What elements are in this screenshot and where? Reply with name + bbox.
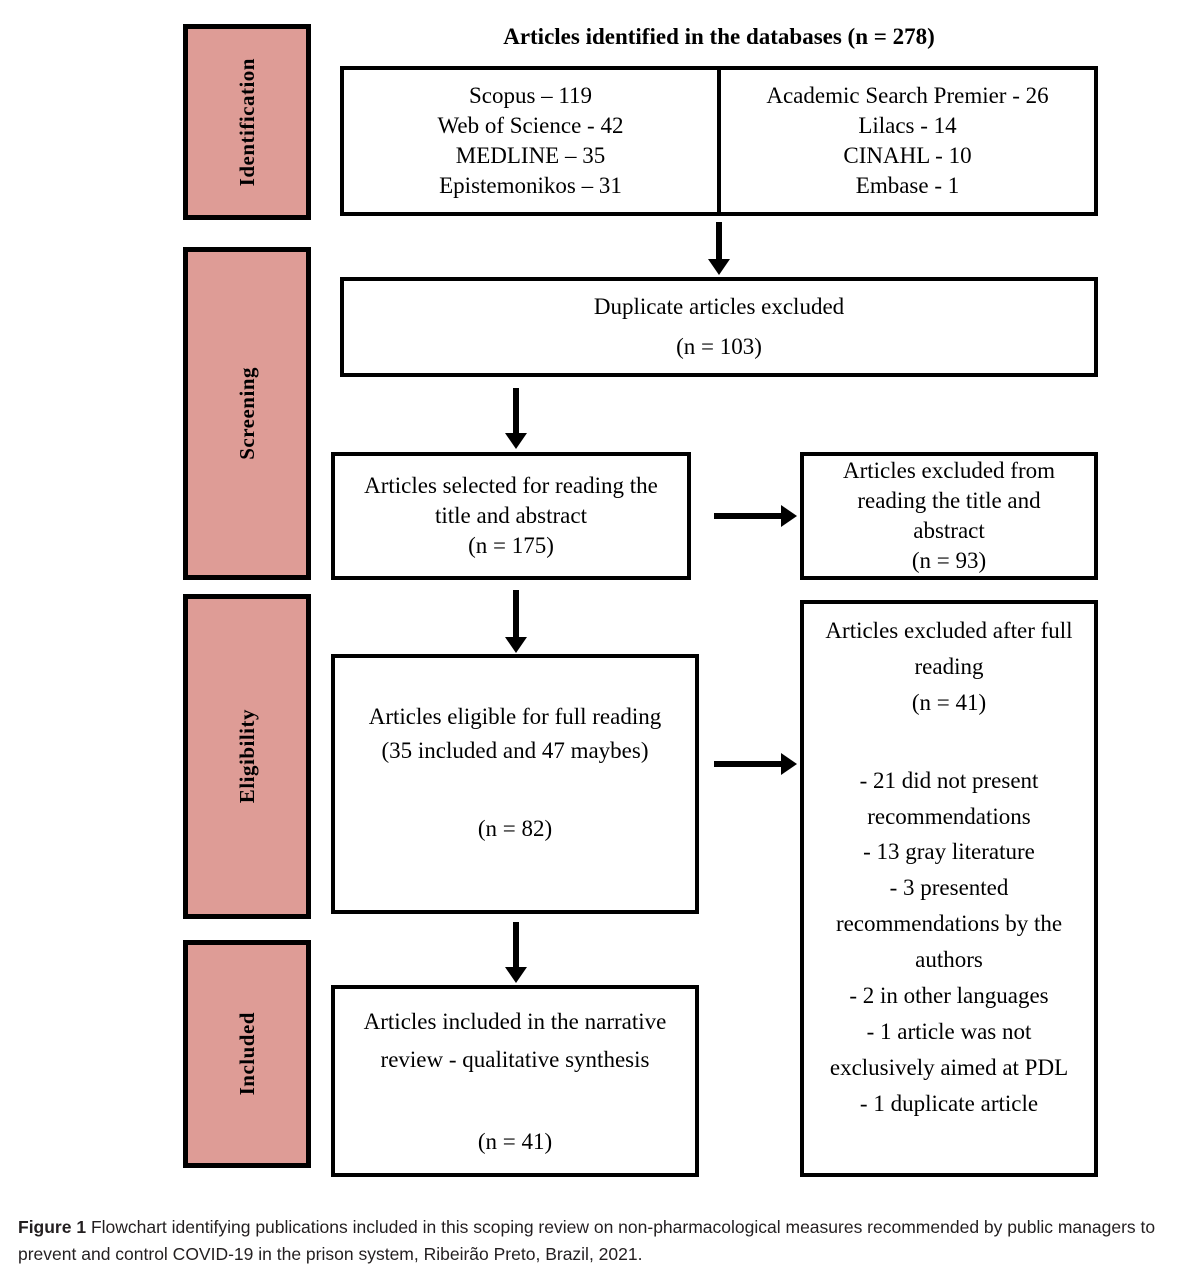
- databases-title: Articles identified in the databases (n …: [503, 24, 935, 49]
- eligible-count: (n = 82): [477, 815, 553, 841]
- arrow-selected-to-excluded-ta: [714, 513, 782, 519]
- excluded-ta-line-1: Articles excluded from: [842, 458, 1056, 484]
- databases-box: Scopus – 119 Web of Science - 42 MEDLINE…: [340, 66, 1098, 216]
- databases-column-left: Scopus – 119 Web of Science - 42 MEDLINE…: [344, 70, 721, 212]
- database-entry: Embase - 1: [855, 173, 960, 199]
- arrow-eligible-to-excluded-full: [714, 761, 782, 767]
- database-entry: CINAHL - 10: [843, 143, 972, 168]
- excluded-full-line-1: Articles excluded after full: [825, 618, 1073, 643]
- eligible-line-2: (35 included and 47 maybes): [381, 737, 649, 763]
- exclusion-reason: recommendations: [867, 803, 1031, 829]
- stage-label-identification: Identification: [234, 57, 259, 187]
- exclusion-reason: recommendations by the: [835, 911, 1063, 937]
- stage-label-included: Included: [234, 1012, 259, 1096]
- exclusion-reason: - 2 in other languages: [849, 983, 1049, 1009]
- arrow-eligible-to-included: [513, 922, 519, 968]
- included-narrative-box: Articles included in the narrative revie…: [331, 985, 699, 1177]
- eligible-line-1: Articles eligible for full reading: [368, 704, 662, 729]
- figure-caption-text: Flowchart identifying publications inclu…: [18, 1217, 1156, 1265]
- exclusion-reason: exclusively aimed at PDL: [829, 1054, 1069, 1080]
- figure-caption: Figure 1 Flowchart identifying publicati…: [18, 1214, 1178, 1268]
- exclusion-reason: - 3 presented: [889, 875, 1009, 901]
- excluded-ta-count: (n = 93): [911, 547, 987, 573]
- selected-count: (n = 175): [468, 532, 554, 558]
- selected-for-reading-box: Articles selected for reading the title …: [331, 452, 691, 580]
- database-entry: Scopus – 119: [468, 82, 593, 108]
- stage-label-eligibility: Eligibility: [234, 709, 259, 804]
- selected-line-1: Articles selected for reading the: [364, 473, 658, 499]
- stage-box-included: Included: [183, 940, 311, 1168]
- exclusion-reason: authors: [915, 947, 983, 973]
- database-entry: Epistemonikos – 31: [439, 173, 622, 199]
- excluded-title-abstract-box: Articles excluded from reading the title…: [800, 452, 1098, 580]
- stage-box-eligibility: Eligibility: [183, 594, 311, 919]
- databases-column-right: Academic Search Premier - 26 Lilacs - 14…: [721, 70, 1094, 212]
- arrow-duplicates-to-selected: [513, 388, 519, 434]
- database-entry: Lilacs - 14: [858, 112, 957, 138]
- database-entry: MEDLINE – 35: [455, 143, 606, 168]
- excluded-full-reading-box: Articles excluded after full reading (n …: [800, 600, 1098, 1177]
- stage-box-screening: Screening: [183, 247, 311, 580]
- selected-line-2: title and abstract: [435, 503, 587, 529]
- database-entry: Academic Search Premier - 26: [766, 82, 1049, 108]
- exclusion-reason: - 1 article was not: [866, 1018, 1032, 1044]
- arrow-databases-to-duplicates: [716, 222, 722, 260]
- duplicates-excluded-box: Duplicate articles excluded (n = 103): [340, 277, 1098, 377]
- exclusion-reason: - 21 did not present: [859, 767, 1039, 793]
- included-line-1: Articles included in the narrative: [363, 1009, 667, 1034]
- arrow-selected-to-eligible: [513, 590, 519, 638]
- included-line-2: review - qualitative synthesis: [380, 1046, 650, 1072]
- included-count: (n = 41): [477, 1128, 553, 1154]
- duplicates-line-1: Duplicate articles excluded: [593, 294, 845, 320]
- excluded-ta-line-2: reading the title and: [857, 488, 1041, 514]
- database-entry: Web of Science - 42: [437, 112, 624, 138]
- excluded-ta-line-3: abstract: [913, 518, 985, 543]
- figure-caption-label: Figure 1: [18, 1217, 87, 1237]
- stage-label-screening: Screening: [234, 367, 259, 460]
- exclusion-reason: - 1 duplicate article: [859, 1090, 1039, 1116]
- excluded-full-line-2: reading: [914, 653, 984, 679]
- excluded-full-count: (n = 41): [911, 689, 987, 715]
- stage-box-identification: Identification: [183, 24, 311, 220]
- eligible-full-reading-box: Articles eligible for full reading (35 i…: [331, 654, 699, 914]
- exclusion-reason: - 13 gray literature: [863, 839, 1035, 865]
- duplicates-count: (n = 103): [676, 334, 762, 359]
